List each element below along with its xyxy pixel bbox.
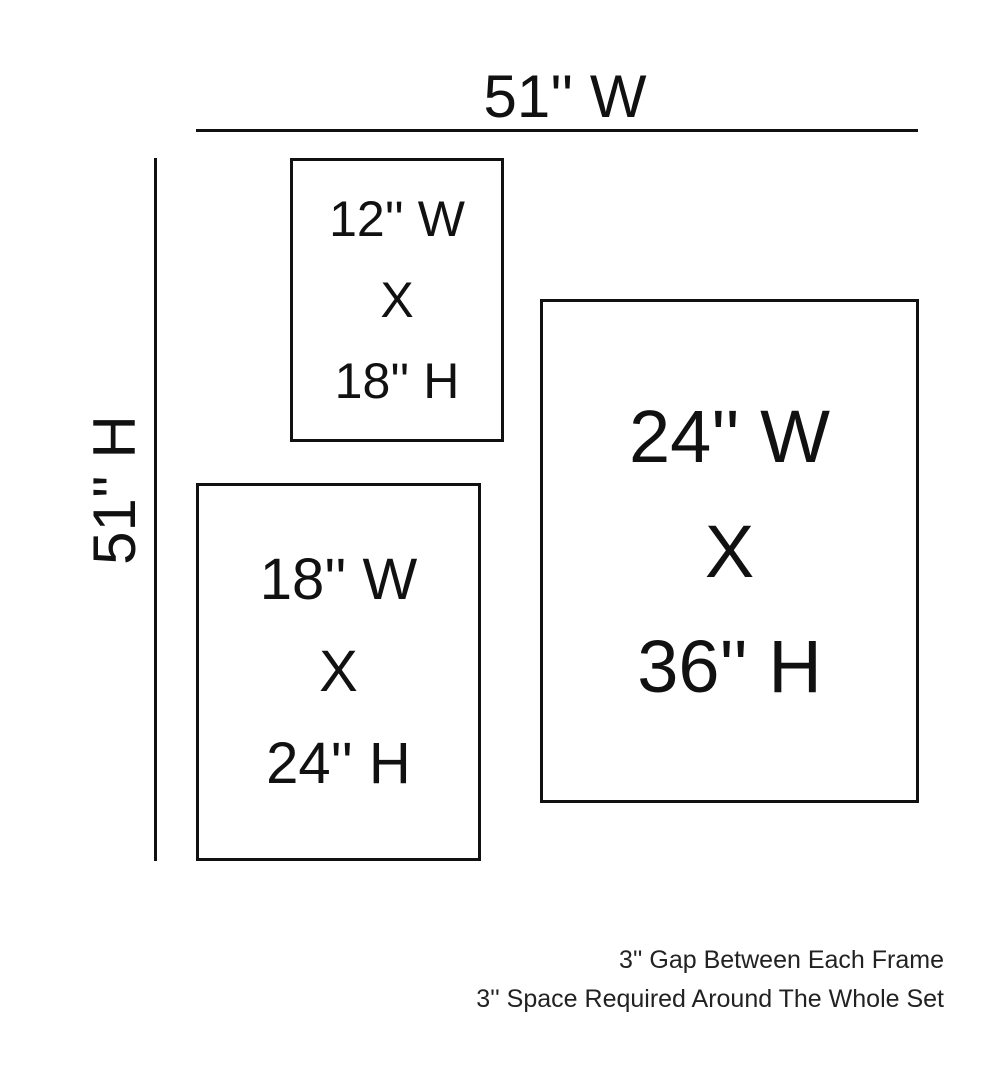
frame-width: 12'' W	[329, 190, 465, 247]
frame-small: 12'' W X 18'' H	[290, 158, 504, 442]
frame-separator: X	[319, 639, 358, 704]
height-dimension-line	[154, 158, 157, 861]
frame-large: 24'' W X 36'' H	[540, 299, 919, 803]
overall-height-label: 51'' H	[81, 415, 148, 565]
frame-separator: X	[380, 271, 414, 328]
frame-height: 18'' H	[334, 352, 460, 409]
gap-note: 3'' Gap Between Each Frame	[619, 946, 944, 974]
overall-width-label: 51'' W	[483, 63, 647, 130]
frame-medium: 18'' W X 24'' H	[196, 483, 481, 861]
space-note: 3'' Space Required Around The Whole Set	[476, 985, 944, 1013]
frame-width: 18'' W	[259, 547, 418, 612]
width-dimension-line	[196, 129, 918, 132]
frame-height: 24'' H	[266, 731, 411, 796]
frame-height: 36'' H	[637, 624, 822, 708]
frame-width: 24'' W	[629, 394, 830, 478]
frame-separator: X	[704, 509, 755, 593]
